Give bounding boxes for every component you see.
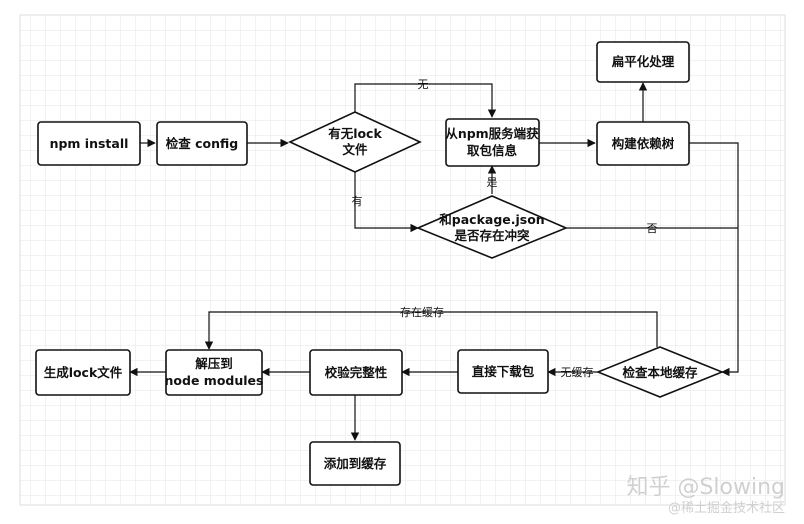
node-check-cache-label: 检查本地缓存 (622, 365, 698, 380)
node-gen-lock-label: 生成lock文件 (44, 365, 123, 380)
node-conflict-check[interactable]: 和package.json 是否存在冲突 (415, 195, 569, 259)
node-fetch-info-label-1: 从npm服务端获 (445, 126, 539, 141)
node-verify[interactable]: 校验完整性 (309, 349, 403, 396)
node-has-lock[interactable]: 有无lock 文件 (288, 111, 422, 173)
node-fetch-info[interactable]: 从npm服务端获 取包信息 (445, 118, 540, 167)
edges (129, 82, 739, 441)
node-check-config[interactable]: 检查 config (156, 121, 248, 166)
node-gen-lock[interactable]: 生成lock文件 (35, 349, 131, 396)
node-has-lock-label-2: 文件 (342, 142, 368, 157)
node-build-tree-label: 构建依赖树 (612, 136, 675, 151)
node-add-cache-label: 添加到缓存 (324, 456, 387, 471)
node-npm-install-label: npm install (50, 136, 129, 151)
node-verify-label: 校验完整性 (325, 365, 388, 380)
edge-lock-none (354, 83, 497, 118)
node-conflict-check-label-2: 是否存在冲突 (453, 228, 530, 243)
node-has-lock-label-1: 有无lock (328, 126, 382, 141)
edge-label-has: 有 (352, 194, 363, 208)
edge-label-none: 无 (418, 78, 429, 91)
edge-lock-has (354, 172, 419, 233)
node-flatten[interactable]: 扁平化处理 (596, 41, 690, 83)
node-unpack-label-1: 解压到 (195, 356, 233, 371)
watermark-sub: @稀土掘金技术社区 (668, 500, 785, 516)
watermark-main: 知乎 @Slowing (626, 475, 785, 500)
node-conflict-check-label-1: 和package.json (438, 212, 544, 227)
edge-label-no: 否 (647, 222, 658, 235)
node-download[interactable]: 直接下载包 (457, 349, 549, 394)
node-npm-install[interactable]: npm install (37, 121, 141, 166)
node-check-config-label: 检查 config (166, 136, 238, 151)
node-unpack-label-2: node modules (165, 373, 264, 388)
node-fetch-info-label-2: 取包信息 (467, 143, 518, 158)
node-build-tree[interactable]: 构建依赖树 (596, 121, 690, 166)
edge-label-yes: 是 (487, 176, 498, 189)
node-add-cache[interactable]: 添加到缓存 (309, 441, 401, 486)
edge-tree-to-cache (689, 142, 739, 377)
node-flatten-label: 扁平化处理 (611, 54, 675, 69)
grid-background (19, 14, 786, 506)
node-unpack[interactable]: 解压到 node modules (165, 349, 264, 396)
edge-label-cached: 存在缓存 (400, 305, 444, 319)
node-check-cache[interactable]: 检查本地缓存 (595, 346, 725, 398)
edge-label-not-cached: 无缓存 (561, 365, 594, 379)
node-download-label: 直接下载包 (472, 364, 535, 379)
edge-cache-exists (204, 311, 658, 350)
